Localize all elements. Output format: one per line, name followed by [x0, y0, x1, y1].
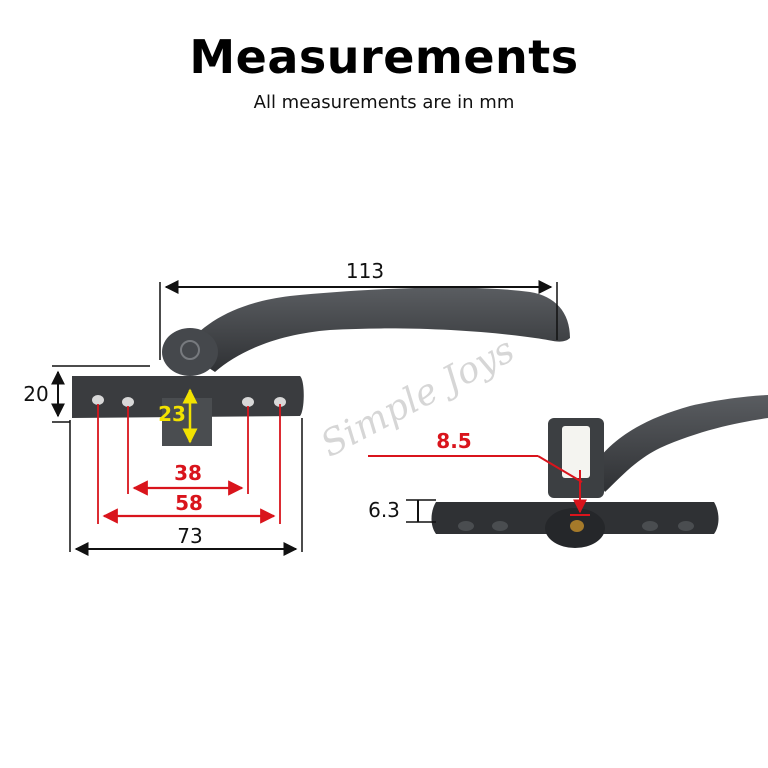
dimension-label-113: 113	[346, 259, 384, 283]
handle-front-view	[431, 395, 768, 548]
front-white-spacer	[562, 426, 590, 478]
dimension-spindle-offset: 8.5	[368, 429, 590, 516]
dimension-label-8-5: 8.5	[436, 429, 471, 453]
screw-hole	[492, 521, 508, 531]
dimension-label-58: 58	[175, 491, 203, 515]
dimension-label-73: 73	[177, 524, 202, 548]
dimension-handle-length: 113	[159, 259, 558, 360]
dimension-spindle-height: 23	[158, 388, 198, 444]
dimension-label-38: 38	[174, 461, 202, 485]
pivot-boss	[162, 328, 218, 376]
screw-hole	[242, 397, 254, 407]
hole-leaders	[97, 404, 281, 524]
screw-hole	[642, 521, 658, 531]
lever-arm	[182, 287, 570, 372]
page-subtitle: All measurements are in mm	[253, 92, 515, 113]
screw-hole	[458, 521, 474, 531]
dimension-outer-spacing: 58	[102, 491, 276, 524]
screw-hole	[274, 397, 286, 407]
dimension-label-23: 23	[158, 402, 186, 426]
front-lever-arm	[590, 395, 768, 492]
pivot-logo-icon	[180, 340, 200, 360]
page-title: Measurements	[189, 30, 579, 84]
screw-hole	[92, 395, 104, 405]
screw-hole	[122, 397, 134, 407]
front-spindle-nut	[570, 520, 584, 532]
dimension-inner-spacing: 38	[132, 461, 244, 496]
dimension-base-height: 20	[23, 365, 150, 423]
dimension-base-thickness: 6.3	[368, 498, 436, 523]
dimension-label-6-3: 6.3	[368, 498, 400, 522]
dimension-base-length: 73	[69, 418, 303, 556]
watermark-text: Simple Joys	[314, 330, 521, 466]
dimension-label-20: 20	[23, 382, 48, 406]
screw-hole	[678, 521, 694, 531]
